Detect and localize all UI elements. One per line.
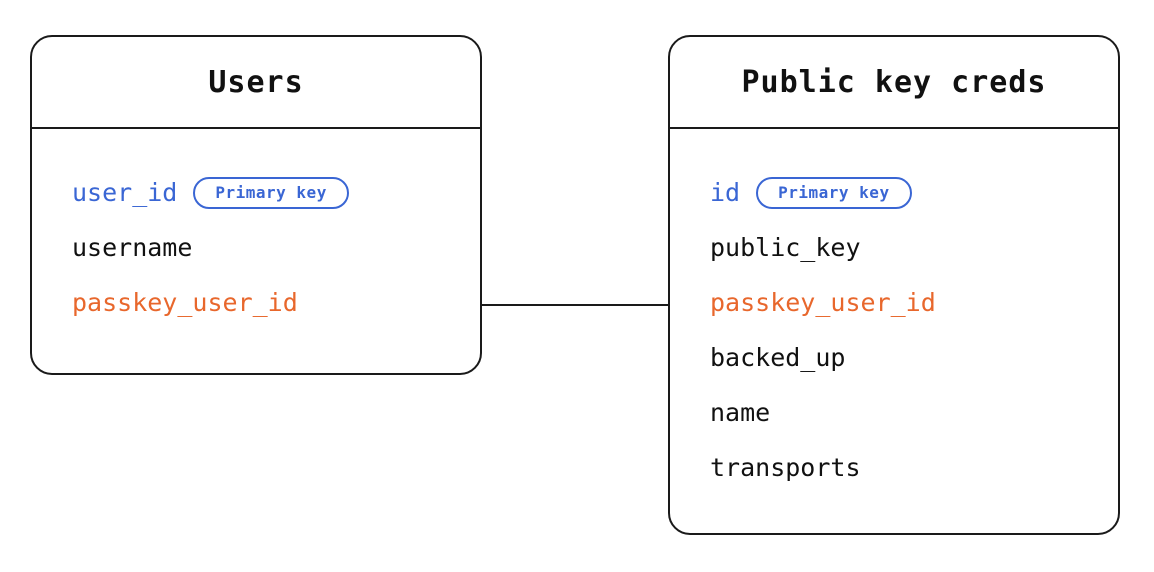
field-row[interactable]: id Primary key — [710, 165, 1118, 220]
entity-users-title: Users — [208, 64, 304, 100]
relationship-connector-line — [482, 304, 668, 306]
field-name-passkey-user-id: passkey_user_id — [72, 288, 298, 317]
field-name-transports: transports — [710, 453, 861, 482]
field-row[interactable]: public_key — [710, 220, 1118, 275]
field-name-passkey-user-id: passkey_user_id — [710, 288, 936, 317]
entity-public-key-creds-header-divider — [670, 127, 1118, 129]
entity-users-field-list: user_id Primary key username passkey_use… — [32, 127, 480, 330]
field-row[interactable]: backed_up — [710, 330, 1118, 385]
field-name-public-key: public_key — [710, 233, 861, 262]
entity-public-key-creds[interactable]: Public key creds id Primary key public_k… — [668, 35, 1120, 535]
primary-key-badge: Primary key — [193, 176, 349, 209]
field-name-id: id — [710, 178, 741, 207]
field-row[interactable]: user_id Primary key — [72, 165, 480, 220]
field-row[interactable]: passkey_user_id — [72, 275, 480, 330]
field-name-name: name — [710, 398, 771, 427]
entity-public-key-creds-field-list: id Primary key public_key passkey_user_i… — [670, 127, 1118, 495]
field-row[interactable]: passkey_user_id — [710, 275, 1118, 330]
field-name-username: username — [72, 233, 193, 262]
field-row[interactable]: username — [72, 220, 480, 275]
entity-users-header-divider — [32, 127, 480, 129]
field-name-backed-up: backed_up — [710, 343, 846, 372]
field-row[interactable]: transports — [710, 440, 1118, 495]
primary-key-badge: Primary key — [756, 176, 912, 209]
field-name-user-id: user_id — [72, 178, 178, 207]
entity-public-key-creds-title: Public key creds — [741, 64, 1047, 100]
entity-users[interactable]: Users user_id Primary key username passk… — [30, 35, 482, 375]
field-row[interactable]: name — [710, 385, 1118, 440]
